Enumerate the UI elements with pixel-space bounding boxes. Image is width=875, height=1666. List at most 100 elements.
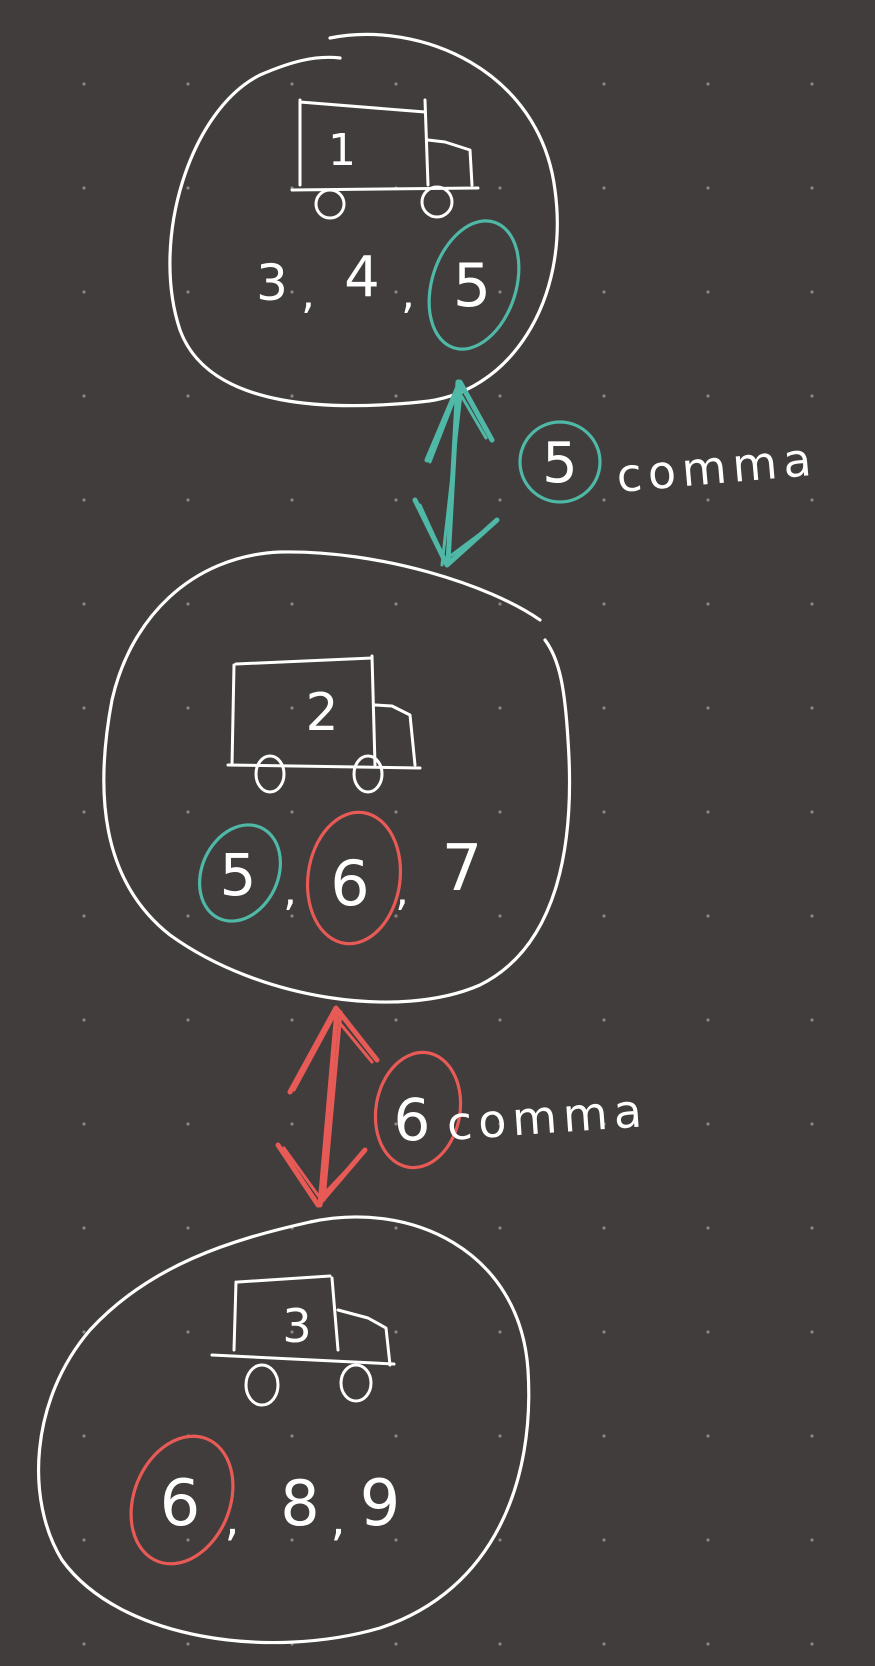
grid-dot xyxy=(602,1330,606,1334)
grid-dot xyxy=(810,394,814,398)
grid-dot xyxy=(186,186,190,190)
grid-dot xyxy=(498,1226,502,1230)
node-1-sep-1: , xyxy=(301,268,315,319)
grid-dot xyxy=(186,914,190,918)
grid-dot xyxy=(706,82,710,86)
grid-dot xyxy=(82,82,86,86)
node-2-item-1: 5 xyxy=(220,841,257,909)
grid-dot xyxy=(290,602,294,606)
truck-icon xyxy=(226,654,422,794)
grid-dot xyxy=(290,1330,294,1334)
link-1: 5 comma xyxy=(412,379,819,568)
grid-dot xyxy=(706,1330,710,1334)
grid-dot xyxy=(394,1018,398,1022)
node-2-outline xyxy=(102,550,572,1004)
dot-grid xyxy=(82,82,814,1646)
grid-dot xyxy=(602,1018,606,1022)
grid-dot xyxy=(810,1122,814,1126)
grid-dot xyxy=(82,1226,86,1230)
grid-dot xyxy=(498,1538,502,1542)
grid-dot xyxy=(186,1226,190,1230)
grid-dot xyxy=(82,706,86,710)
grid-dot xyxy=(82,1018,86,1022)
grid-dot xyxy=(498,1642,502,1646)
grid-dot xyxy=(810,1330,814,1334)
grid-dot xyxy=(706,1642,710,1646)
grid-dot xyxy=(394,1226,398,1230)
grid-dot xyxy=(82,498,86,502)
node-2: 2 5 , 6 , 7 xyxy=(102,550,572,1004)
node-2-teal-highlight xyxy=(197,823,283,923)
grid-dot xyxy=(498,1018,502,1022)
grid-dot xyxy=(602,1434,606,1438)
grid-dot xyxy=(810,602,814,606)
grid-dot xyxy=(602,186,606,190)
grid-dot xyxy=(186,810,190,814)
grid-dot xyxy=(706,706,710,710)
grid-dot xyxy=(394,914,398,918)
grid-dot xyxy=(602,602,606,606)
grid-dot xyxy=(498,290,502,294)
grid-dot xyxy=(706,810,710,814)
grid-dot xyxy=(706,186,710,190)
grid-dot xyxy=(82,290,86,294)
link-1-number-circle xyxy=(518,420,602,504)
grid-dot xyxy=(810,290,814,294)
grid-dot xyxy=(498,1330,502,1334)
grid-dot xyxy=(810,914,814,918)
grid-dot xyxy=(706,1434,710,1438)
node-1-truck-number: 1 xyxy=(328,125,356,176)
grid-dot xyxy=(290,394,294,398)
grid-dot xyxy=(810,810,814,814)
grid-dot xyxy=(82,1538,86,1542)
grid-dot xyxy=(290,82,294,86)
node-1-item-3: 5 xyxy=(453,251,491,321)
grid-dot xyxy=(290,810,294,814)
grid-dot xyxy=(810,1538,814,1542)
grid-dot xyxy=(810,1642,814,1646)
grid-dot xyxy=(186,498,190,502)
grid-dot xyxy=(810,1018,814,1022)
grid-dot xyxy=(186,1330,190,1334)
grid-dot xyxy=(186,394,190,398)
node-3-outline xyxy=(36,1215,531,1645)
grid-dot xyxy=(810,82,814,86)
grid-dot xyxy=(290,1122,294,1126)
grid-dot xyxy=(602,290,606,294)
grid-dot xyxy=(602,1642,606,1646)
grid-dot xyxy=(394,498,398,502)
grid-dot xyxy=(498,1122,502,1126)
grid-dot xyxy=(810,186,814,190)
grid-dot xyxy=(706,394,710,398)
node-3: 3 6 , 8 , 9 xyxy=(36,1215,531,1645)
grid-dot xyxy=(706,290,710,294)
grid-dot xyxy=(82,1330,86,1334)
grid-dot xyxy=(602,1538,606,1542)
grid-dot xyxy=(810,498,814,502)
grid-dot xyxy=(394,1122,398,1126)
grid-dot xyxy=(394,1538,398,1542)
grid-dot xyxy=(498,498,502,502)
truck-icon xyxy=(210,1274,396,1407)
grid-dot xyxy=(290,706,294,710)
node-2-red-highlight xyxy=(305,810,403,946)
grid-dot xyxy=(82,810,86,814)
grid-dot xyxy=(82,394,86,398)
grid-dot xyxy=(186,1642,190,1646)
grid-dot xyxy=(290,1434,294,1438)
grid-dot xyxy=(706,914,710,918)
grid-dot xyxy=(706,1018,710,1022)
truck-icon xyxy=(290,98,480,220)
grid-dot xyxy=(602,1122,606,1126)
grid-dot xyxy=(394,1642,398,1646)
grid-dot xyxy=(602,706,606,710)
grid-dot xyxy=(290,290,294,294)
grid-dot xyxy=(186,82,190,86)
grid-dot xyxy=(394,394,398,398)
grid-dot xyxy=(82,1642,86,1646)
grid-dot xyxy=(290,1018,294,1022)
grid-dot xyxy=(602,1226,606,1230)
grid-dot xyxy=(498,810,502,814)
grid-dot xyxy=(810,1434,814,1438)
